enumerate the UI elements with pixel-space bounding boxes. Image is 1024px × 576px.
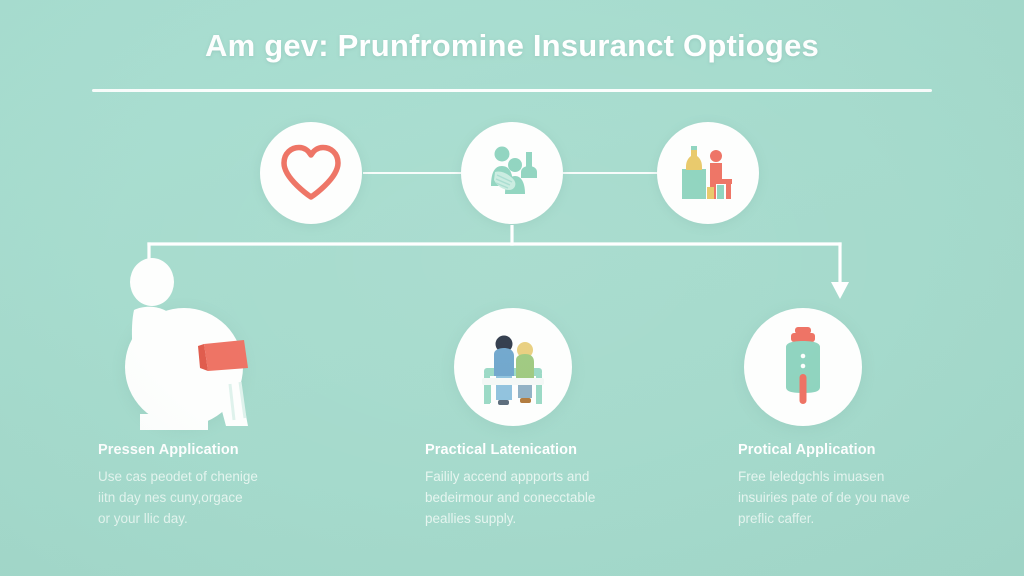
card-3-body: Free leledgchls imuasen insuiries pate o… [738, 466, 948, 529]
card-2[interactable]: Practical Latenication Failily accend ap… [354, 300, 670, 529]
card-1-illustration [22, 258, 338, 432]
person-seated-reading-icon [130, 258, 248, 430]
card-3-heading: Protical Application [738, 442, 876, 458]
bottle-jar-icon [786, 327, 820, 404]
card-1[interactable]: Pressen Application Use cas peodet of ch… [22, 258, 338, 529]
heart-icon [281, 144, 341, 200]
top-connector-line-1 [363, 172, 461, 174]
card-3-body-line-2: insuiries pate of de you nave [738, 490, 910, 505]
top-node-1[interactable] [260, 122, 362, 224]
card-1-body-line-3: or your llic day. [98, 511, 188, 526]
card-3[interactable]: Protical Application Free leledgchls imu… [664, 300, 980, 529]
page-title: Am gev: Prunfromine Insuranct Optioges [205, 28, 819, 63]
top-node-3[interactable] [657, 122, 759, 224]
card-2-heading: Practical Latenication [425, 442, 578, 458]
card-2-body-line-3: peallies supply. [425, 511, 517, 526]
arrow-head-icon [831, 282, 849, 299]
card-1-body-line-1: Use cas peodet of chenige [98, 469, 258, 484]
card-3-circle [744, 308, 862, 426]
two-people-at-table-icon [482, 335, 544, 405]
card-row: Pressen Application Use cas peodet of ch… [0, 258, 1024, 560]
top-node-1-circle [260, 122, 362, 224]
top-connector-line-2 [563, 172, 657, 174]
family-care-hand-icon [491, 146, 537, 194]
top-node-2[interactable] [461, 122, 563, 224]
title-divider [92, 89, 932, 92]
card-2-body-line-2: bedeirmour and conecctable [425, 490, 596, 505]
card-3-body-line-3: preflic caffer. [738, 511, 815, 526]
card-1-body-line-2: iitn day nes cuny,orgace [98, 490, 243, 505]
card-1-body: Use cas peodet of chenige iitn day nes c… [98, 466, 308, 529]
card-1-heading: Pressen Application [98, 442, 239, 458]
card-3-illustration [664, 300, 980, 432]
card-3-body-line-1: Free leledgchls imuasen [738, 469, 885, 484]
top-node-3-circle [657, 122, 759, 224]
card-2-body-line-1: Failily accend appports and [425, 469, 590, 484]
card-2-circle [454, 308, 572, 426]
patient-seated-bottles-icon [682, 146, 732, 199]
card-2-body: Failily accend appports and bedeirmour a… [425, 466, 635, 529]
top-node-row [0, 122, 1024, 224]
top-node-2-circle [461, 122, 563, 224]
card-2-illustration [354, 300, 670, 432]
